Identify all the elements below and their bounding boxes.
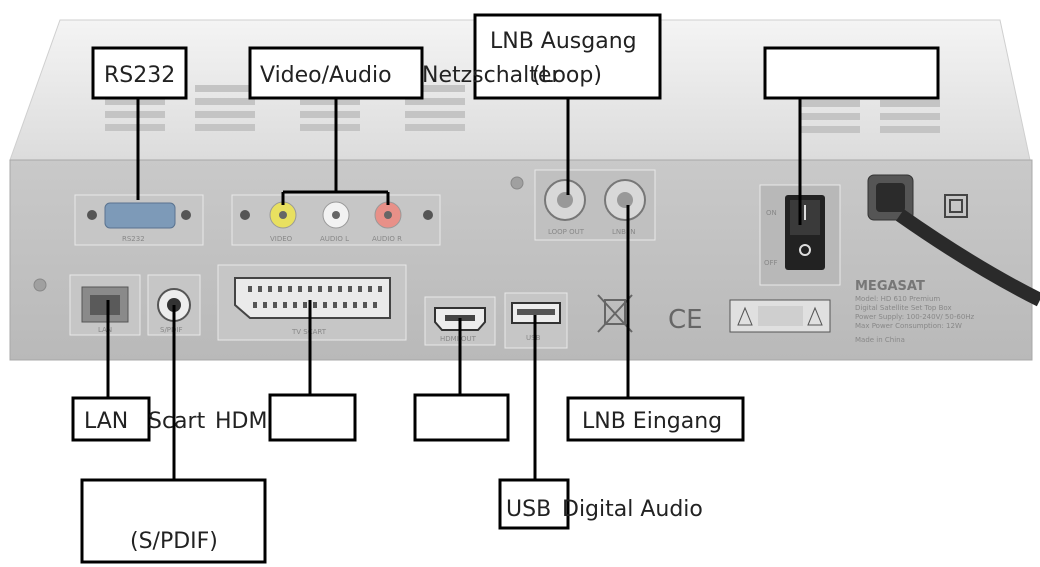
label-video-audio: Video/Audio [260,63,392,88]
label-lan: LAN [84,409,128,434]
callout-boxes [71,13,940,564]
ce-mark: CE [668,305,703,335]
callout-line-video-audio [281,98,390,205]
callout-texts: RS232 Video/Audio Netzschalter LNB Ausga… [84,29,722,554]
label-box-scart [268,393,357,442]
label-box-hdmi [413,393,510,442]
label-usb: USB [506,497,551,522]
device-spec-line: Model: HD 610 Premium [855,295,940,303]
svg-text:VIDEO: VIDEO [270,235,293,243]
screw [510,176,524,190]
lnb-connectors: LOOP OUT LNB IN [534,169,656,241]
svg-text:OFF: OFF [764,259,778,267]
device-spec-line: Digital Satellite Set Top Box [855,304,952,312]
svg-text:AUDIO L: AUDIO L [320,235,349,243]
label-box-netzschalter [763,46,940,100]
svg-text:USB: USB [526,334,541,342]
label-spdif: (S/PDIF) [130,529,218,554]
label-lnb-eingang: LNB Eingang [582,409,722,434]
label-box-video-audio [248,46,424,100]
receiver-device: RS232 VIDEO AUDIO L AUDIO R LOOP OUT LNB [9,19,1040,361]
lan-port: LAN [69,274,141,336]
svg-text:LAN: LAN [98,326,112,334]
rs232-port: RS232 [74,194,204,246]
device-brand: MEGASAT [855,279,925,294]
label-box-lnb-ausgang [473,13,662,100]
svg-text:LOOP OUT: LOOP OUT [548,228,585,236]
label-box-usb [498,478,570,530]
label-netzschalter: Netzschalter [422,63,561,88]
label-lnb-ausgang-loop: (Loop) [532,63,602,88]
warning-label [729,299,831,333]
device-spec-line: Power Supply: 100-240V/ 50-60Hz [855,313,975,321]
label-digital-audio: Digital Audio [562,497,703,522]
label-rs232: RS232 [104,63,175,88]
label-box-rs232 [91,46,188,100]
label-lnb-ausgang: LNB Ausgang [490,29,637,54]
device-made-in: Made in China [855,336,905,344]
rca-ports: VIDEO AUDIO L AUDIO R [231,194,441,246]
label-scart: Scart [148,409,206,434]
svg-text:AUDIO R: AUDIO R [372,235,402,243]
power-cable [867,174,1040,307]
screw [33,278,47,292]
label-box-spdif [80,478,267,564]
svg-text:HDMI OUT: HDMI OUT [440,335,477,343]
weee-icon [597,294,633,333]
svg-text:RS232: RS232 [122,235,145,243]
callout-lines [106,98,802,480]
svg-text:ON: ON [766,209,777,217]
label-hdmi: HDM [215,409,267,434]
svg-text:LNB IN: LNB IN [612,228,635,236]
label-box-lnb-eingang [566,396,745,442]
power-switch: ON OFF [759,184,841,286]
device-spec-line: Max Power Consumption: 12W [855,322,962,330]
scart-port: TV SCART [217,264,407,341]
label-box-lan [71,396,151,442]
svg-text:S/PDIF: S/PDIF [160,326,183,334]
